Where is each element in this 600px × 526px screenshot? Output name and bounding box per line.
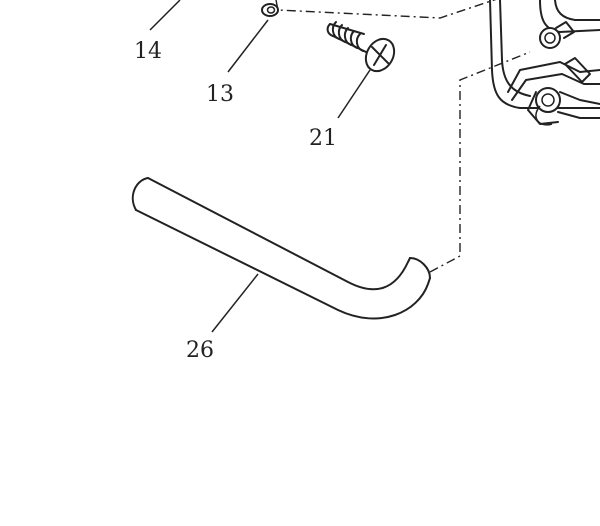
leader-line-26 xyxy=(211,273,259,333)
part-label-13: 13 xyxy=(206,82,234,107)
part-label-21: 21 xyxy=(309,126,337,151)
leader-line-13 xyxy=(227,19,269,73)
leader-line-14 xyxy=(149,0,181,31)
assembly-line-tube xyxy=(429,51,531,273)
assembly-line-top xyxy=(275,0,497,19)
screw-part-21 xyxy=(326,21,396,73)
washer-part-13 xyxy=(261,3,279,17)
leader-line-21 xyxy=(337,69,371,119)
tube-part-26 xyxy=(131,177,431,320)
part-label-26: 26 xyxy=(186,338,214,363)
part-label-14: 14 xyxy=(134,39,162,64)
housing-assembly xyxy=(489,0,600,126)
